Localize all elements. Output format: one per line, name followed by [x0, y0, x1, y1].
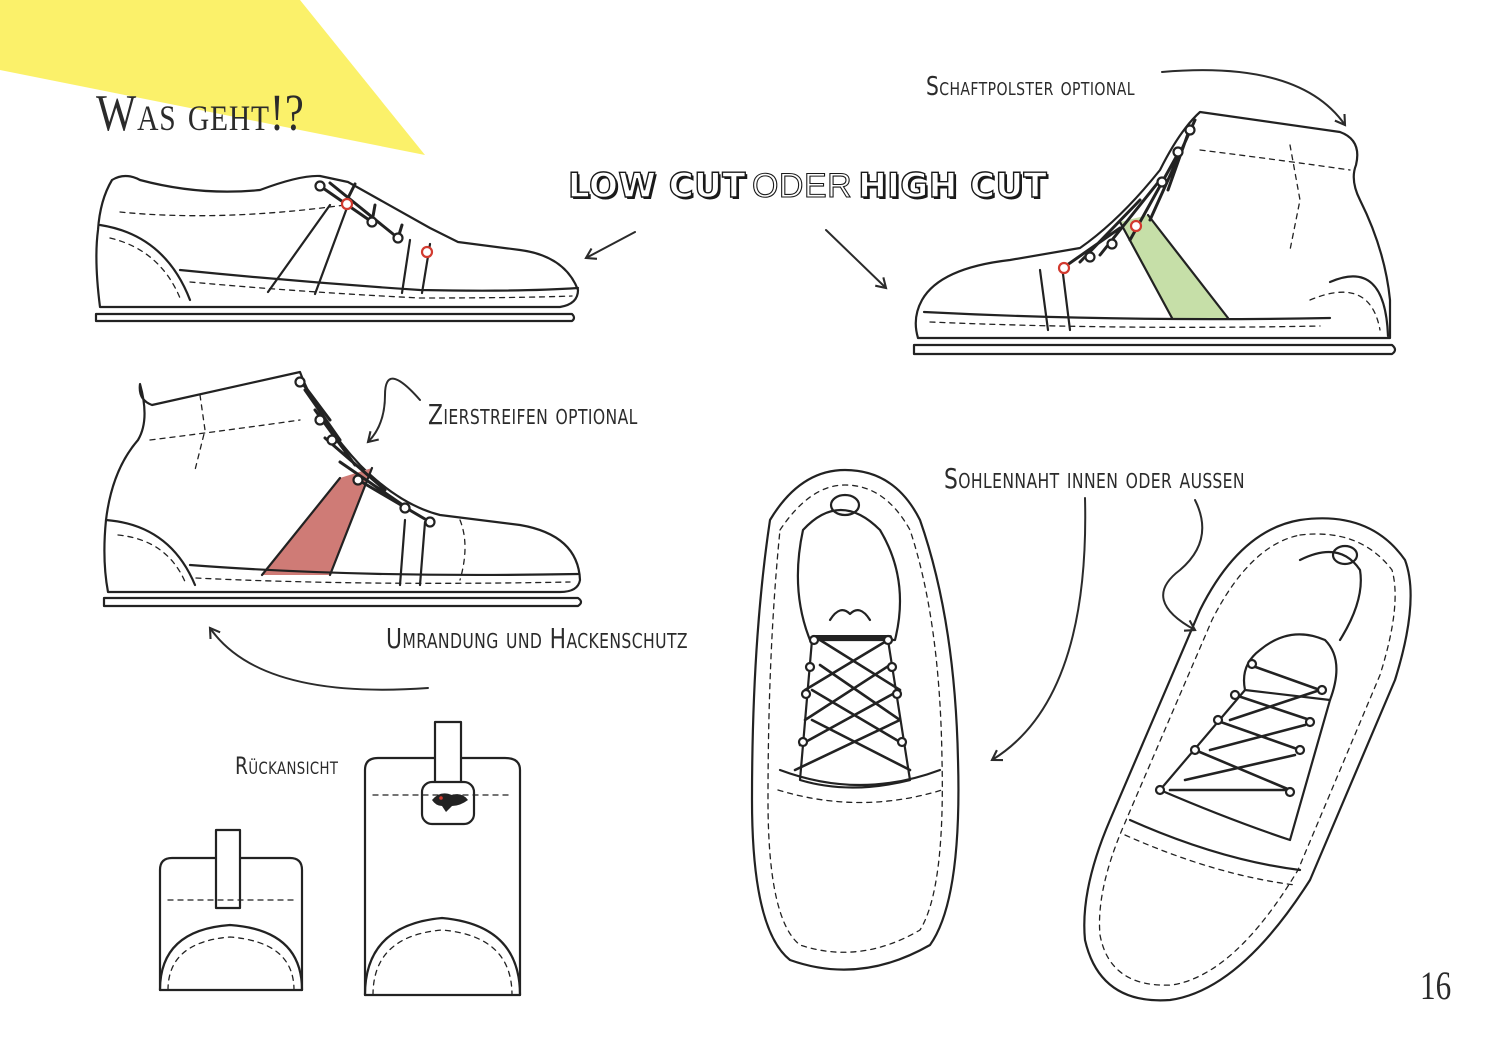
arrow-schaftpolster	[1161, 69, 1347, 127]
arrow-to-low-cut	[584, 231, 636, 260]
back-view-high	[363, 720, 522, 997]
arrow-to-high-cut	[825, 229, 888, 290]
low-cut-shoe	[94, 174, 580, 323]
label-rueckansicht: Rückansicht	[235, 752, 339, 780]
arrows	[208, 69, 1347, 762]
top-view-shoe-angled	[1083, 517, 1412, 1002]
headline-high-cut: HIGH CUT	[857, 165, 1048, 206]
label-sohlennaht: Sohlennaht innen oder außen	[944, 462, 1245, 495]
top-view-shoe-straight	[750, 468, 960, 971]
label-zierstreifen: Zierstreifen optional	[428, 398, 638, 431]
high-cut-shoe-green	[912, 110, 1397, 356]
arrow-zierstreifen	[366, 377, 421, 444]
back-view-low	[158, 828, 304, 992]
page-number: 16	[1420, 963, 1452, 1008]
arrow-sohlennaht-left	[990, 497, 1087, 762]
label-schaftpolster: Schaftpolster optional	[926, 72, 1135, 102]
green-stripe	[1120, 215, 1228, 318]
headline-low-cut: LOW CUT	[567, 165, 746, 206]
label-umrandung: Umrandung und Hackenschutz	[386, 622, 688, 655]
red-stripe	[262, 468, 372, 575]
arrow-sohlennaht-right	[1162, 499, 1204, 632]
yellow-corner-accent	[0, 0, 425, 155]
arrow-umrandung	[208, 626, 429, 691]
headline-oder: ODER	[751, 166, 853, 205]
high-cut-shoe-red	[102, 370, 583, 608]
page-title: Was geht!?	[96, 85, 305, 142]
